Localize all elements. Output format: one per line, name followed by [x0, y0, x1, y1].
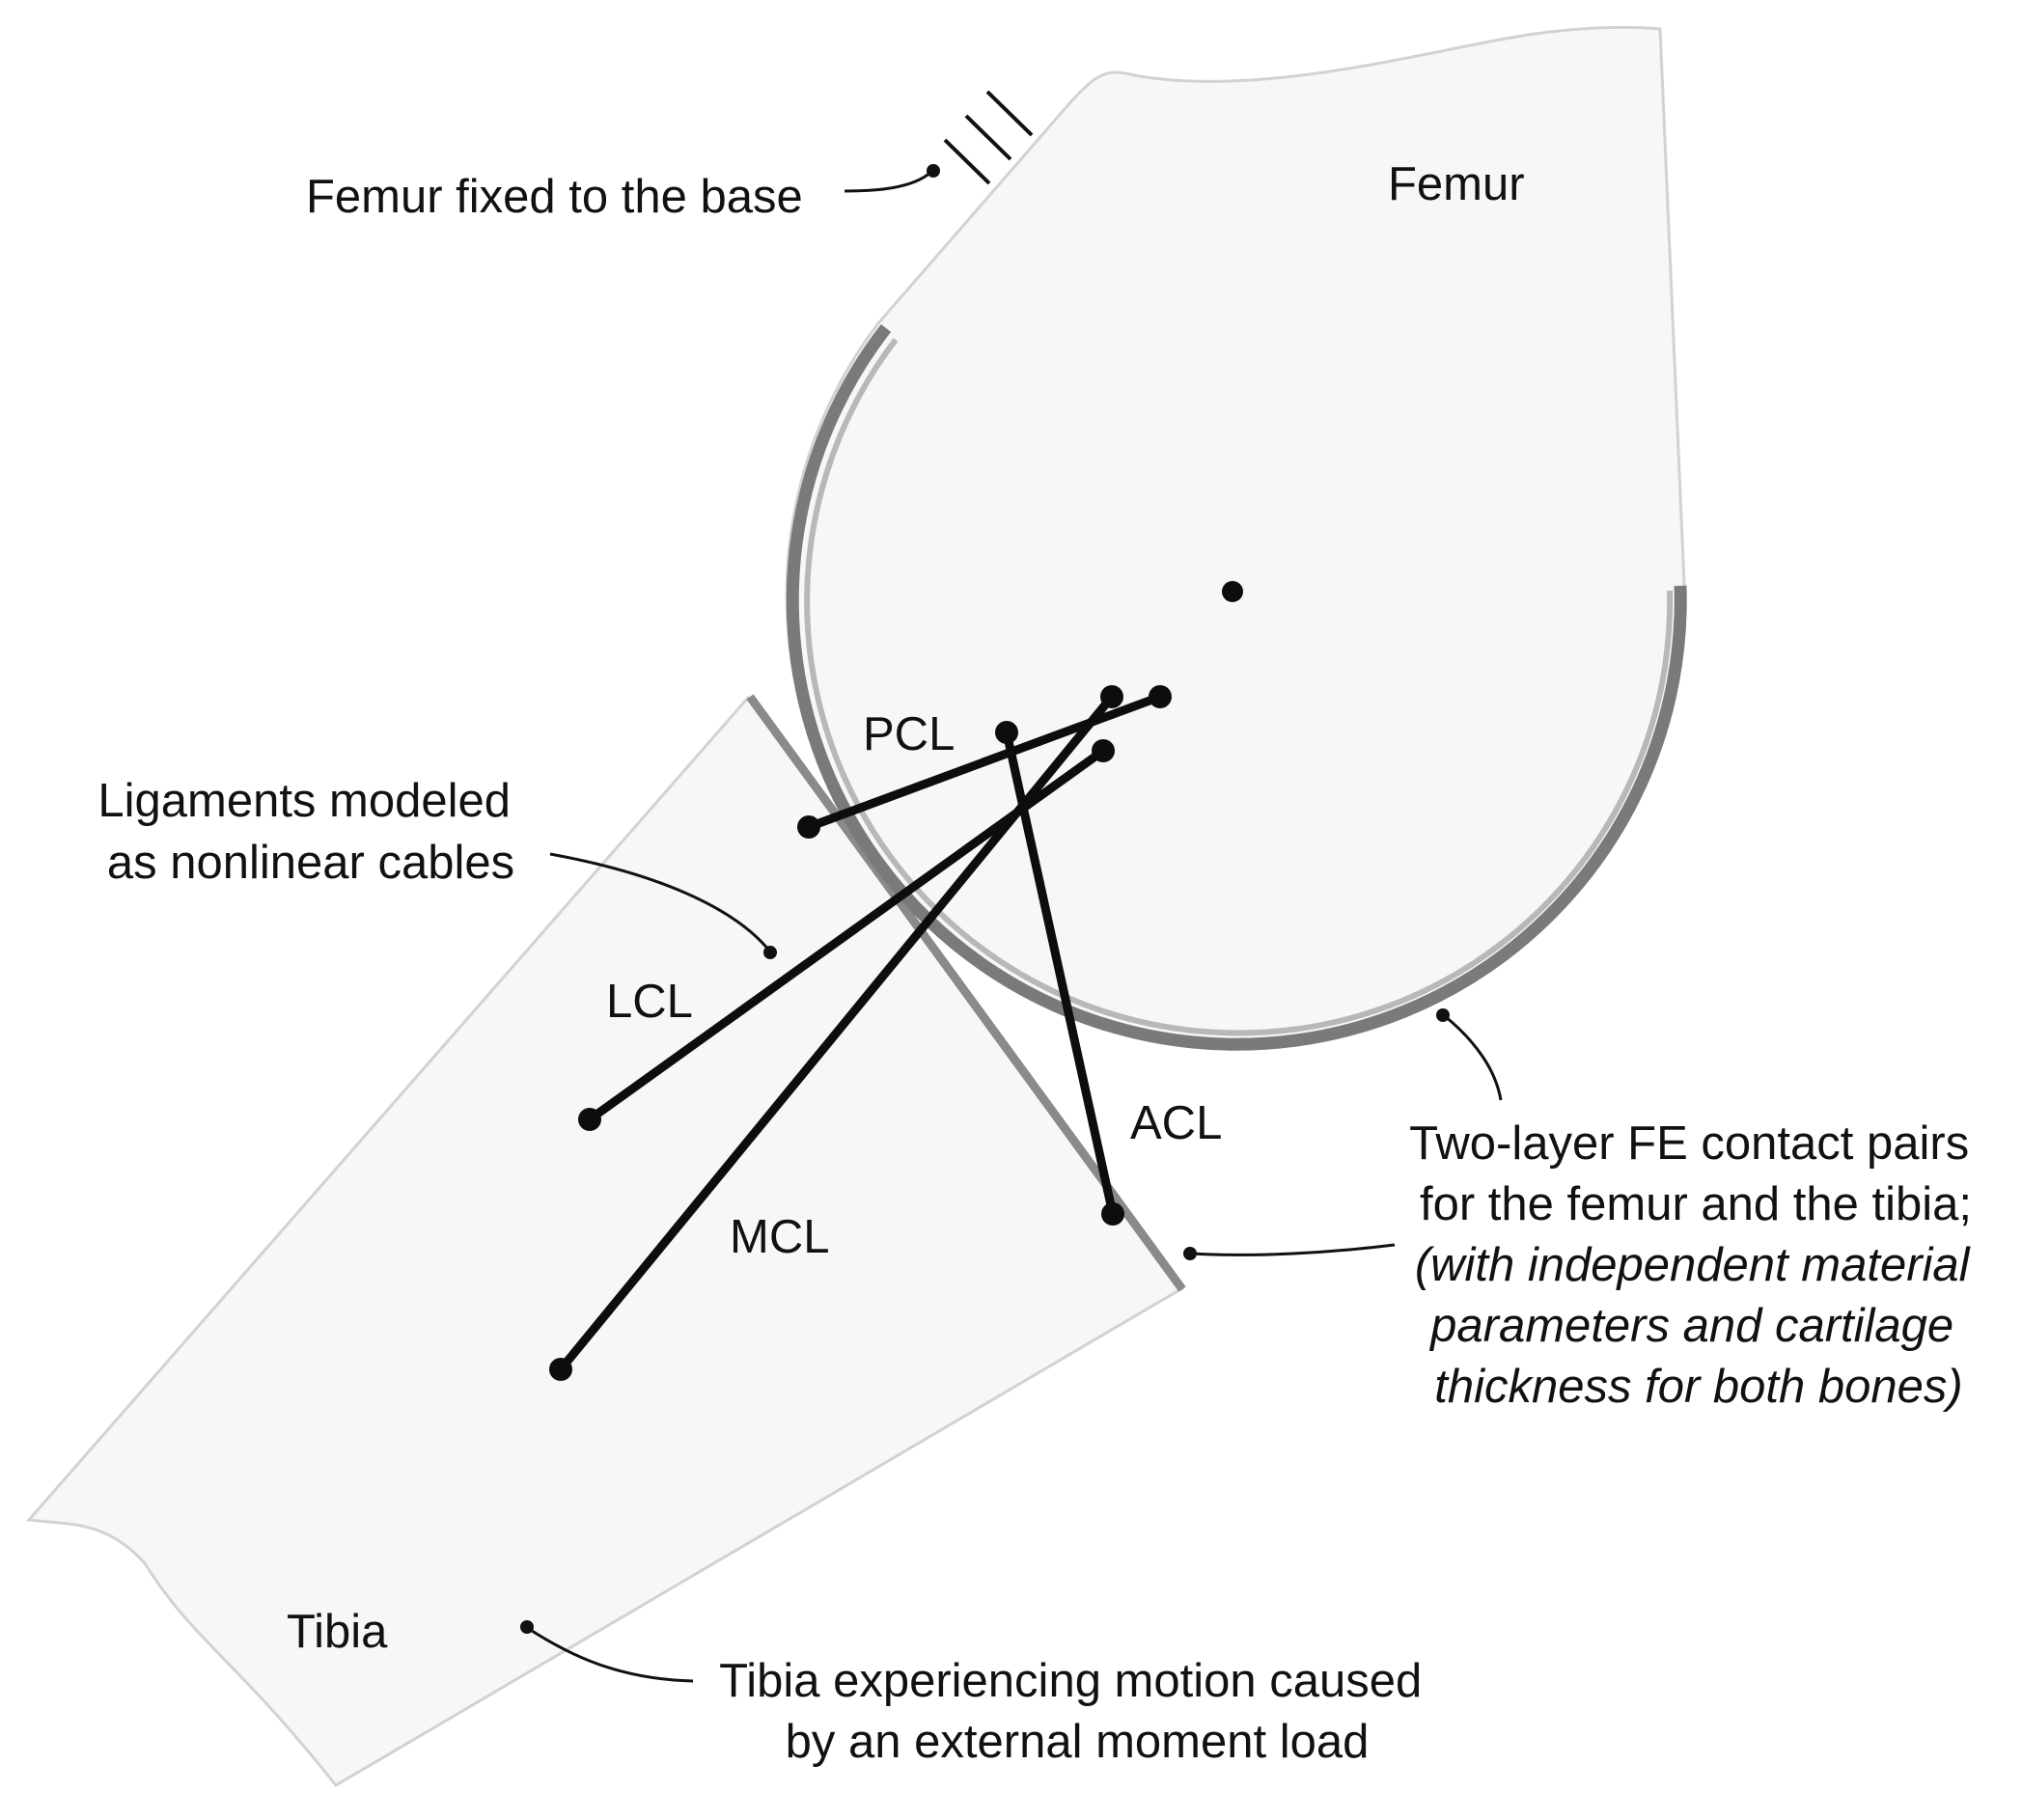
lcl-tibia-insertion	[578, 1108, 601, 1131]
femur-fixed-annotation: Femur fixed to the base	[306, 171, 803, 223]
ligaments	[549, 685, 1172, 1381]
leader-contact-tibia	[1183, 1243, 1396, 1260]
contact-pairs-note: (with independent material parameters an…	[1415, 1239, 1982, 1413]
lcl-femur-insertion	[1092, 739, 1115, 762]
leader-tibia-motion	[520, 1620, 694, 1683]
fixed-support-hatch-icon	[943, 90, 1034, 185]
mcl-label: MCL	[730, 1211, 829, 1263]
leader-femur-fixed	[844, 164, 940, 193]
pcl-ligament	[804, 692, 1165, 832]
ligaments-annotation: Ligaments modeled as nonlinear cables	[97, 775, 523, 889]
femur-center-point	[1222, 581, 1243, 602]
lcl-label: LCL	[606, 976, 693, 1028]
pcl-tibia-insertion	[797, 815, 820, 839]
femur-cartilage-layer-inner	[804, 338, 1674, 1036]
mcl-femur-insertion	[1100, 685, 1123, 708]
tibia-label: Tibia	[287, 1606, 388, 1658]
acl-tibia-insertion	[1101, 1202, 1124, 1226]
acl-femur-insertion	[995, 721, 1018, 744]
leader-ligaments	[549, 852, 777, 959]
pcl-label: PCL	[863, 708, 955, 760]
tibia-shape	[26, 695, 1185, 1787]
acl-label: ACL	[1130, 1097, 1222, 1149]
pcl-femur-insertion	[1149, 685, 1172, 708]
leader-contact-femur	[1436, 1008, 1503, 1101]
tibia-motion-annotation: Tibia experiencing motion caused by an e…	[719, 1655, 1435, 1768]
femur-cartilage-layer	[786, 324, 1687, 1051]
acl-ligament	[1002, 728, 1118, 1219]
femur-label: Femur	[1388, 158, 1525, 210]
mcl-tibia-insertion	[549, 1358, 572, 1381]
contact-pairs-annotation: Two-layer FE contact pairs for the femur…	[1409, 1117, 1982, 1230]
